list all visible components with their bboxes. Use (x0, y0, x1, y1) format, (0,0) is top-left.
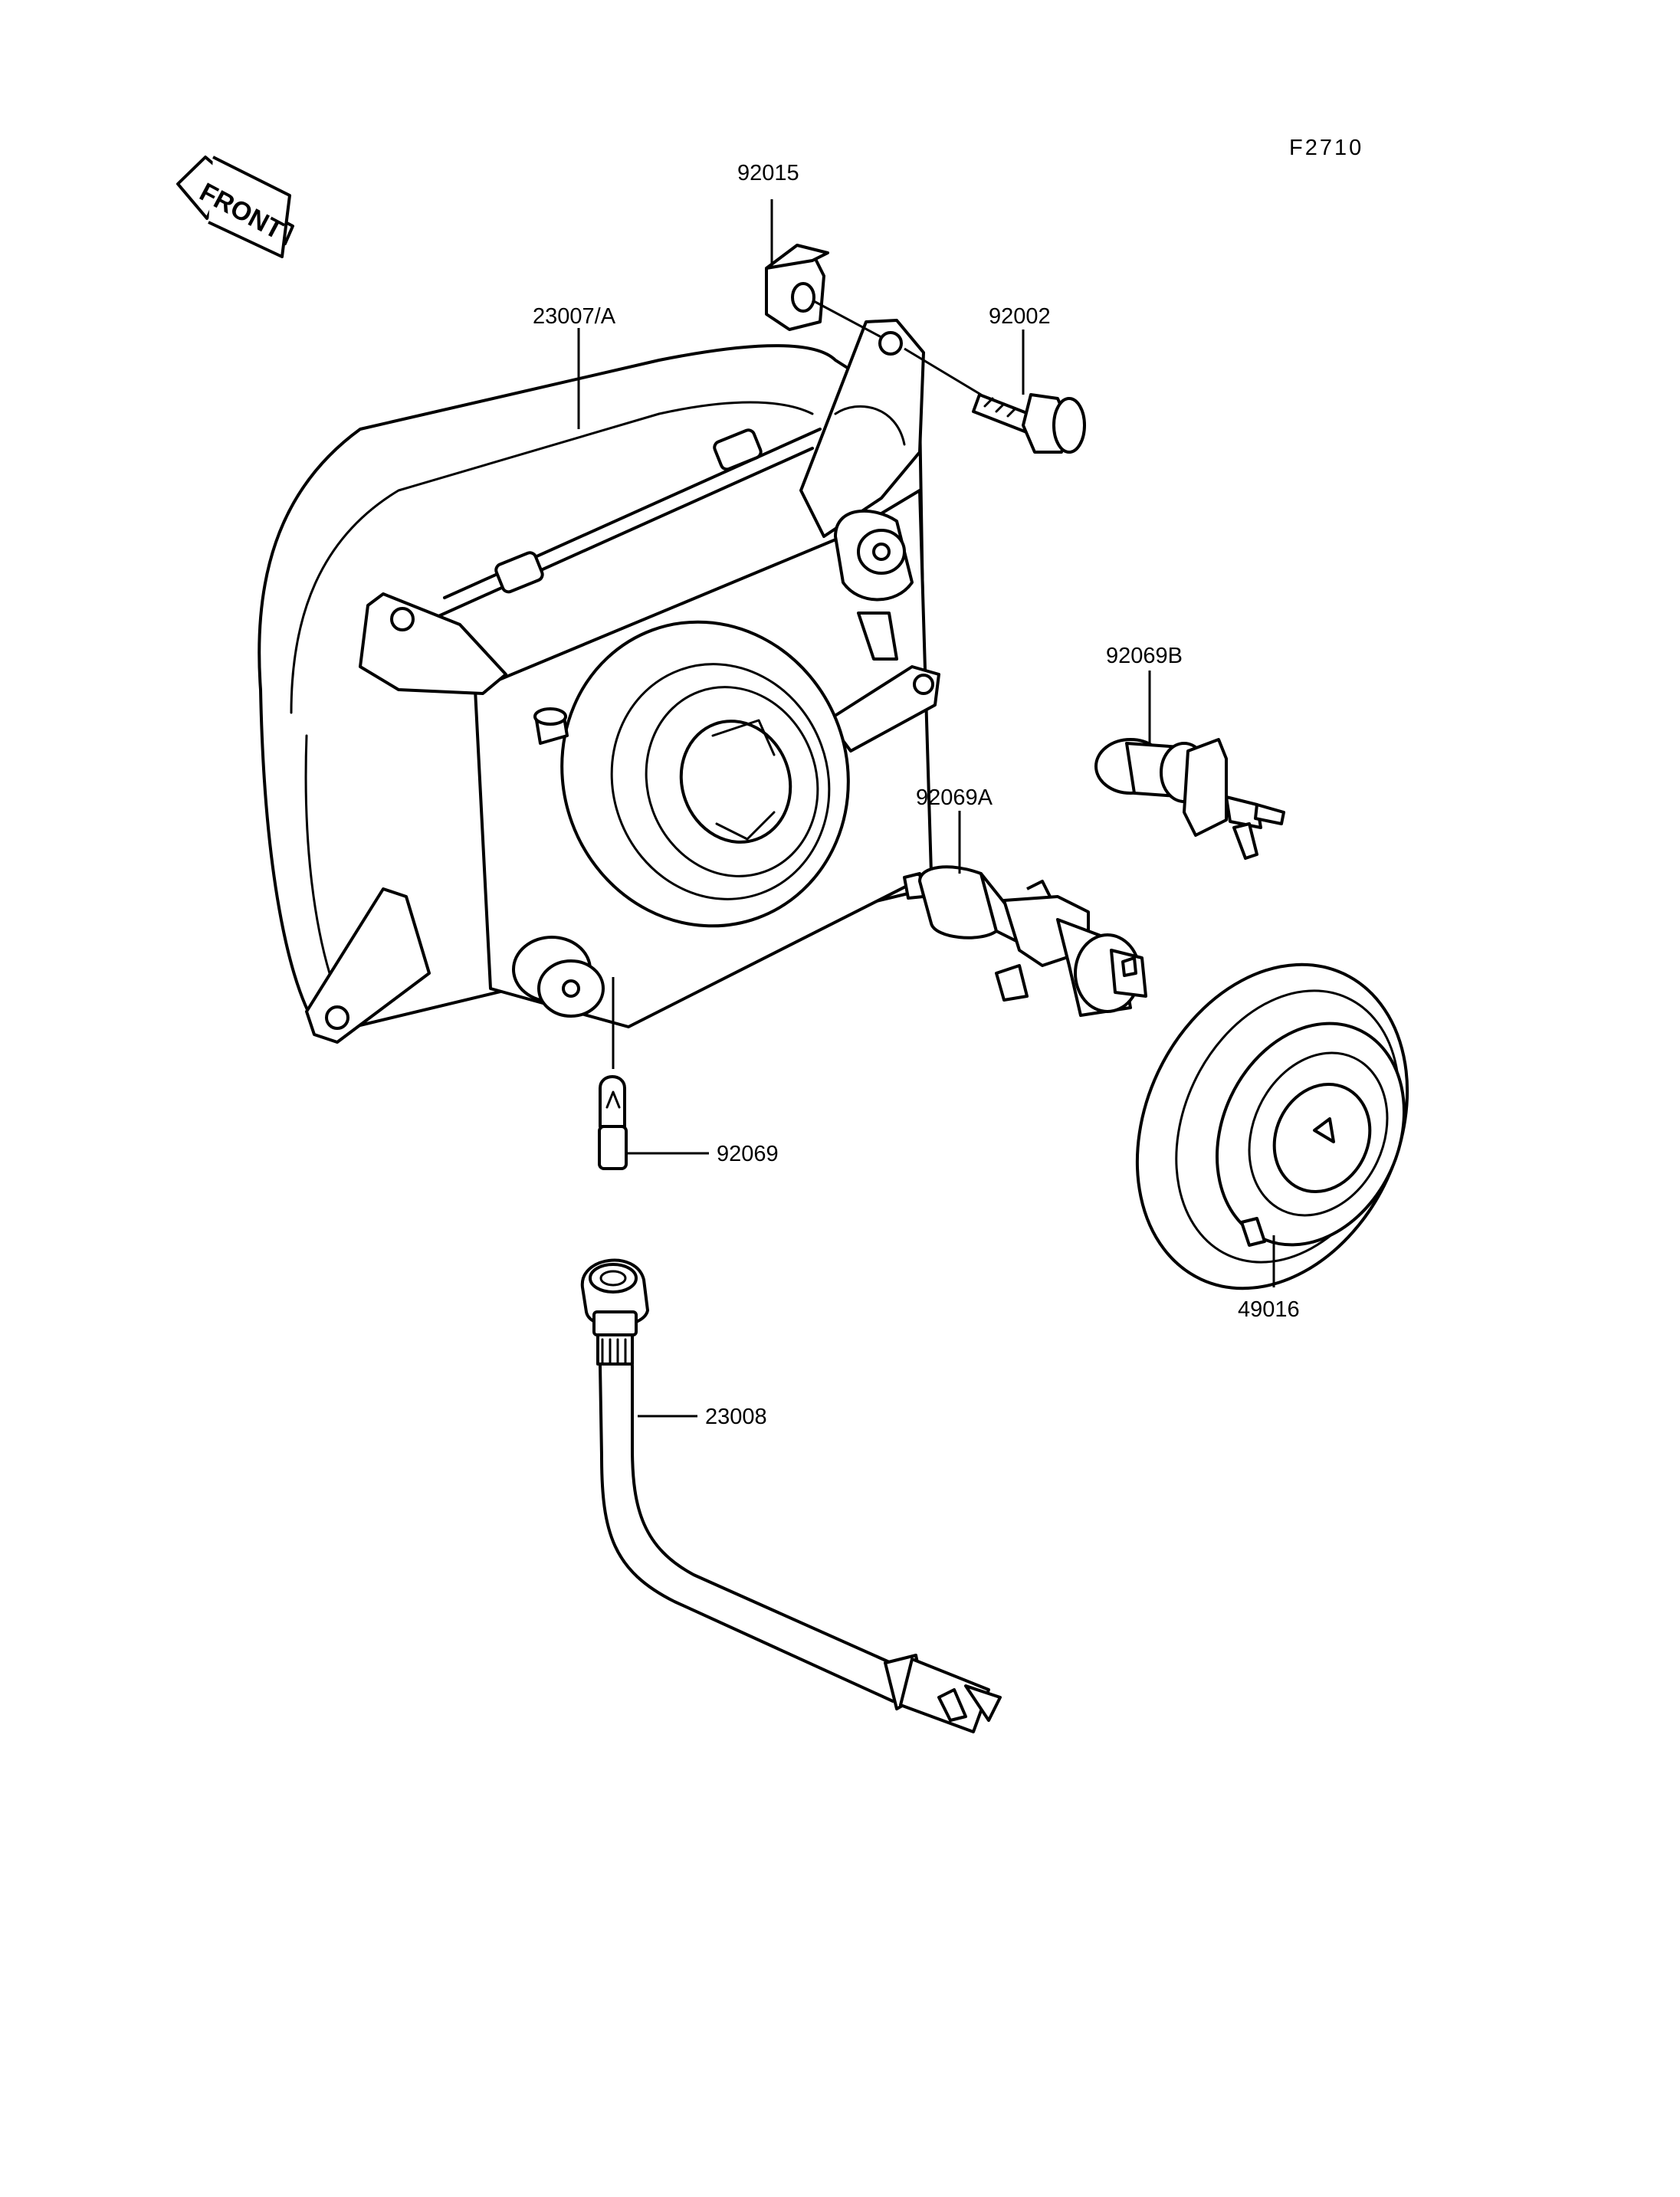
diagram-code: F2710 (1289, 136, 1363, 160)
headlight-unit (258, 319, 940, 1044)
label-92002: 92002 (989, 304, 1051, 329)
label-49016: 49016 (1238, 1297, 1300, 1322)
label-92069B: 92069B (1106, 644, 1183, 668)
label-92069A: 92069A (916, 785, 993, 810)
leader-92015-axis (812, 299, 882, 339)
small-bulb (598, 1075, 628, 1170)
dust-cover (1135, 962, 1409, 1290)
label-23007A: 23007/A (533, 304, 616, 329)
leader-92002-axis (904, 347, 982, 396)
front-arrow-icon: FRONT (176, 156, 294, 258)
bolt (972, 393, 1086, 454)
label-92015: 92015 (737, 161, 799, 185)
clip-nut (765, 244, 829, 331)
bulb-a (903, 865, 1147, 1017)
label-23008: 23008 (705, 1405, 767, 1429)
label-92069: 92069 (717, 1142, 779, 1166)
bulb-b (1094, 738, 1285, 860)
socket-wire (580, 1258, 1002, 1733)
